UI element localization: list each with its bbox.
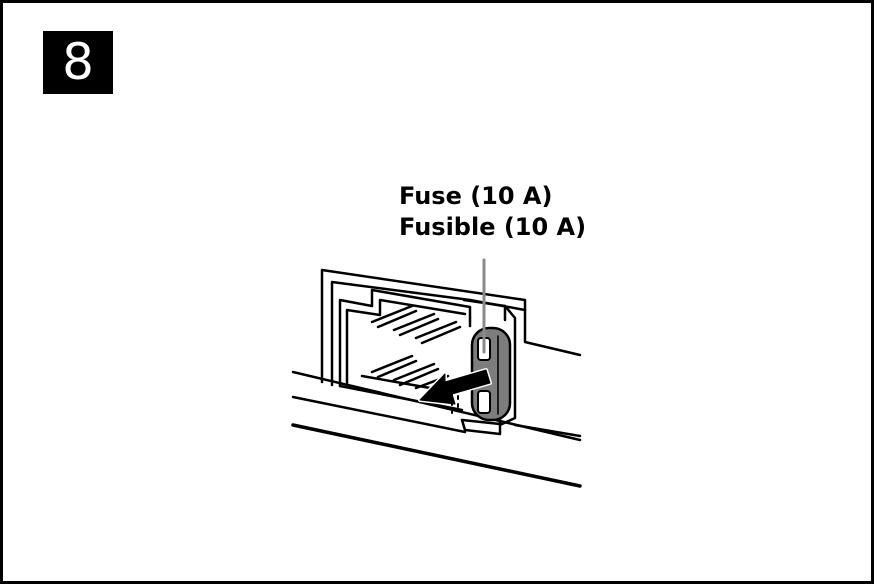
connector-housing (322, 270, 580, 385)
